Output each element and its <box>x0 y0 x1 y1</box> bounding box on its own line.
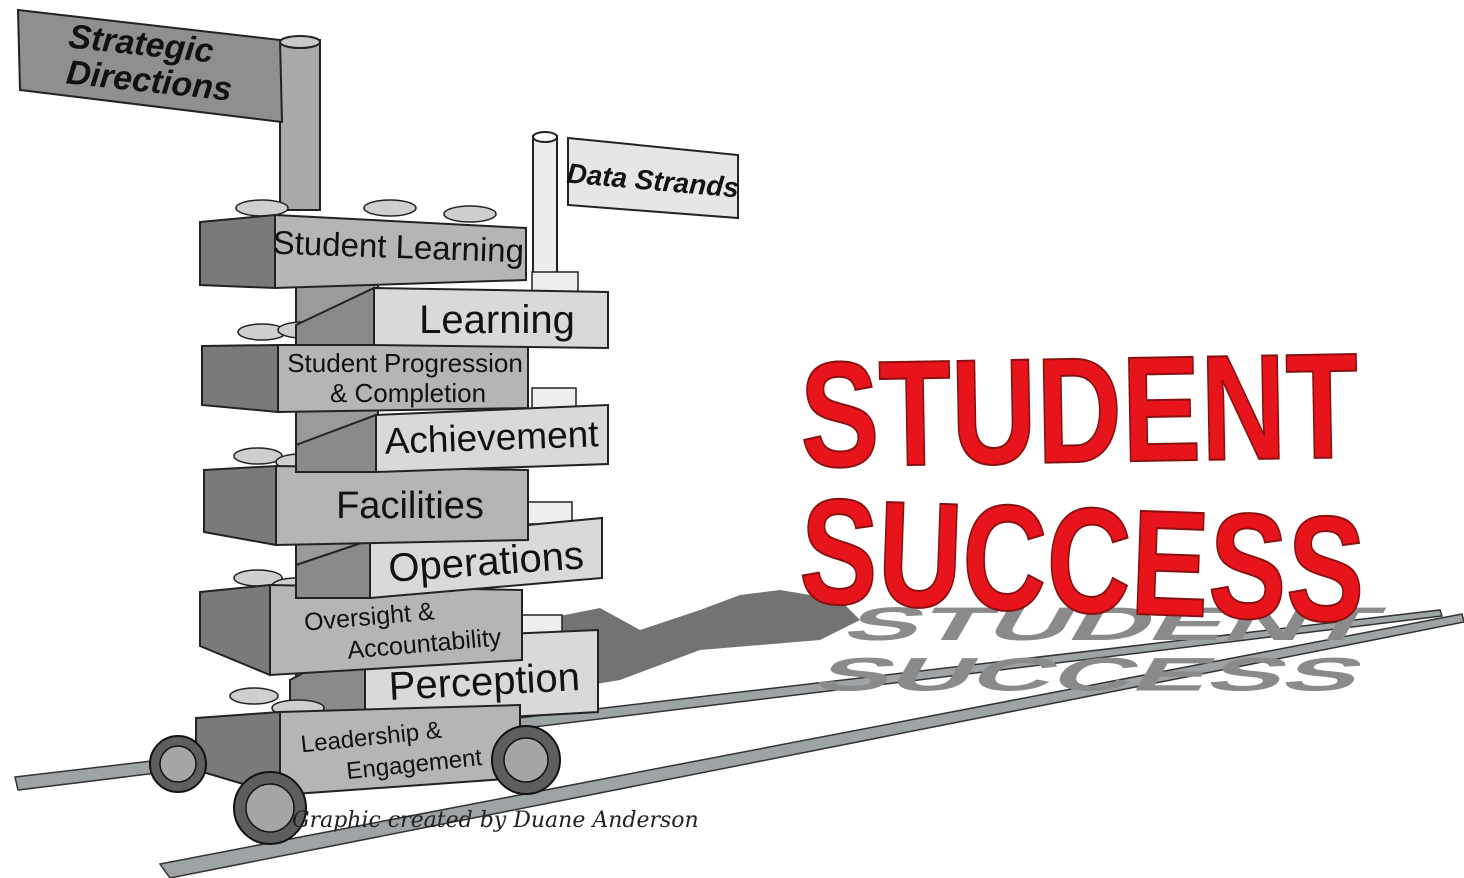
wheels <box>149 725 561 845</box>
tower-shadow <box>540 590 860 690</box>
brick-achievement: Achievement <box>295 387 609 474</box>
label-learning: Learning <box>419 298 575 342</box>
brick-learning: Learning <box>295 271 609 350</box>
headline-shadow: STUDENT SUCCESS <box>805 597 1393 701</box>
label-progression-line2: & Completion <box>330 378 486 408</box>
label-student-learning: Student Learning <box>272 224 525 270</box>
brick-student-learning: Student Learning <box>199 199 527 290</box>
headline-line2: SUCCESS <box>797 466 1368 654</box>
label-achievement: Achievement <box>384 413 600 461</box>
credit-caption: Graphic created by Duane Anderson <box>292 808 699 833</box>
headline-line1: STUDENT <box>799 321 1360 499</box>
headline: STUDENT SUCCESS <box>796 320 1369 655</box>
shadow-line1: STUDENT <box>834 597 1393 650</box>
label-facilities: Facilities <box>336 485 484 527</box>
shadow-line2: SUCCESS <box>805 648 1377 701</box>
data-strands-flag: Data Strands <box>532 131 740 287</box>
label-progression-line1: Student Progression <box>287 348 523 378</box>
strategic-directions-flag: Strategic Directions <box>16 8 321 211</box>
brick-progression: Student Progression & Completion <box>201 321 529 414</box>
